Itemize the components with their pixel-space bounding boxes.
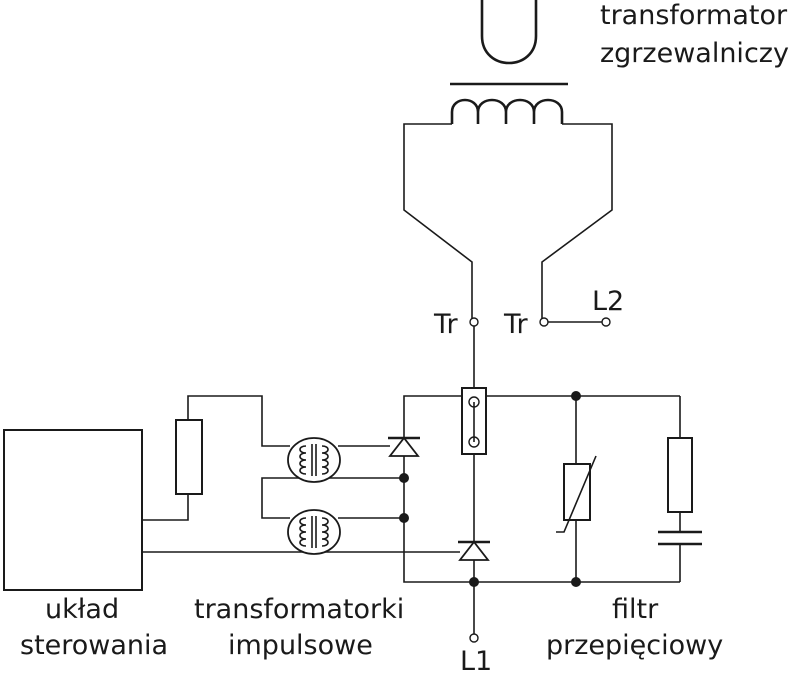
label-terminal-tr-left: Tr [433,309,459,340]
label-surge-filter-line2: przepięciowy [546,630,723,661]
wire-pt1-return [261,477,404,519]
transformer-lead-left [403,123,473,322]
thyristor-upper [388,436,420,568]
terminal-tr-left [469,317,479,327]
label-terminal-l2: L2 [592,286,624,317]
transformer-lead-right [541,123,613,322]
thyristor-lower [458,540,490,561]
varistor [556,396,597,582]
label-terminal-tr-right: Tr [503,309,529,340]
wire-control-resistor-bottom [142,494,189,521]
pulse-transformer-1 [287,437,341,483]
label-pulse-transformers-line2: impulsowe [228,630,373,661]
junction-dot [469,577,479,587]
transformer-secondary-loop [480,0,538,65]
label-pulse-transformers-line1: transformatorki [194,594,404,625]
bus-top [403,395,680,450]
terminal-l2 [601,317,611,327]
bus-bottom [403,568,680,583]
snubber-resistor [667,437,693,513]
label-control-unit-line1: układ [45,594,119,625]
welding-transformer [403,0,613,322]
terminal-tr-right [539,317,549,327]
junction-dot [571,391,581,401]
label-welding-transformer-line1: transformator [600,0,788,31]
control-resistor [175,419,203,495]
label-welding-transformer-line2: zgrzewalniczy [600,38,789,69]
label-surge-filter-line1: filtr [612,594,659,625]
label-control-unit-line2: sterowania [20,630,168,661]
junction-dot [571,577,581,587]
label-terminal-l1: L1 [460,646,492,674]
contact-switch [461,387,487,455]
transformer-primary-coil [450,98,564,124]
wire-control-resistor-top [187,395,290,447]
terminal-l1 [469,633,479,643]
pulse-transformer-2 [287,509,341,555]
rc-snubber [658,396,702,582]
control-unit-box [3,429,143,591]
